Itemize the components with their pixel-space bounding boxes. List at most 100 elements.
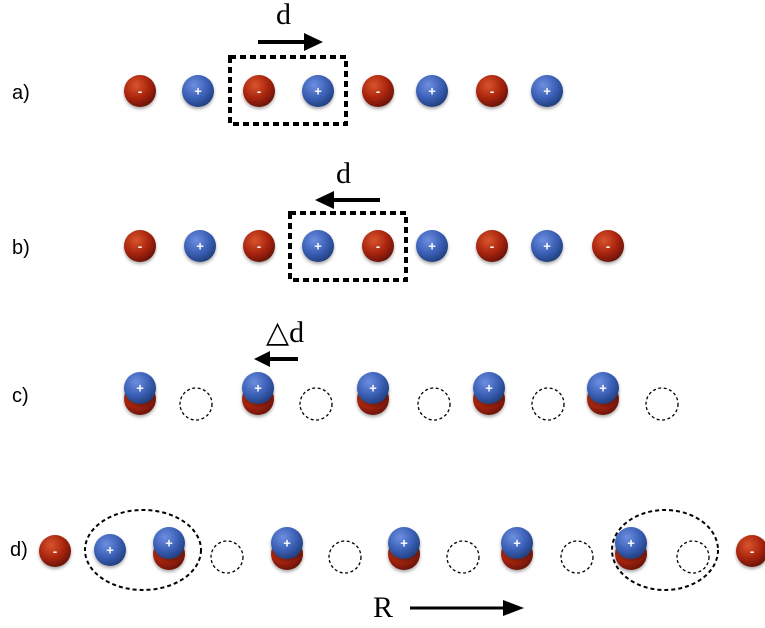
vacancy-d-4 bbox=[560, 540, 594, 574]
plus-sign: + bbox=[485, 381, 493, 396]
arrow-d-right bbox=[258, 33, 323, 51]
plus-sign: + bbox=[599, 381, 607, 396]
positive-ion-sphere bbox=[473, 372, 505, 404]
positive-ion-b-8: + bbox=[531, 230, 563, 262]
negative-ion-sphere bbox=[39, 535, 71, 567]
positive-ion-sphere bbox=[184, 230, 216, 262]
plus-sign: + bbox=[400, 536, 408, 551]
plus-sign: + bbox=[106, 543, 114, 558]
vacancy-c-2 bbox=[299, 387, 333, 421]
ion-pair-d-2-positive: + bbox=[271, 527, 303, 559]
ion-pair-c-2-positive: + bbox=[242, 372, 274, 404]
negative-ion-b-3: - bbox=[243, 230, 275, 262]
minus-sign: - bbox=[257, 239, 261, 254]
minus-sign: - bbox=[257, 84, 261, 99]
positive-ion-sphere bbox=[153, 527, 185, 559]
positive-ion-a-4: + bbox=[302, 75, 334, 107]
arrow-r-right bbox=[410, 600, 524, 616]
ion-pair-d-1-positive: + bbox=[153, 527, 185, 559]
defect-ellipse-left bbox=[84, 509, 202, 591]
ion-pair-d-5-positive: + bbox=[615, 527, 647, 559]
minus-sign: - bbox=[376, 239, 380, 254]
negative-ion-sphere bbox=[243, 75, 275, 107]
row-label-c: c) bbox=[12, 385, 29, 407]
vacancy-d-2 bbox=[328, 540, 362, 574]
negative-ion-sphere bbox=[243, 230, 275, 262]
negative-ion-sphere bbox=[124, 75, 156, 107]
negative-ion-d-left: - bbox=[39, 535, 71, 567]
negative-ion-a-1: - bbox=[124, 75, 156, 107]
ion-pair-c-5-positive: + bbox=[587, 372, 619, 404]
positive-ion-a-8: + bbox=[531, 75, 563, 107]
arrow-label-d-b: d bbox=[336, 157, 351, 190]
positive-ion-b-6: + bbox=[416, 230, 448, 262]
negative-ion-d-right: - bbox=[736, 535, 765, 567]
vacancy-c-5 bbox=[645, 387, 679, 421]
minus-sign: - bbox=[606, 239, 610, 254]
negative-ion-sphere bbox=[476, 75, 508, 107]
negative-ion-sphere bbox=[476, 230, 508, 262]
row-label-a: a) bbox=[12, 82, 30, 104]
positive-ion-sphere bbox=[501, 527, 533, 559]
ion-row-b: -+-+-+-+- bbox=[124, 230, 624, 262]
plus-sign: + bbox=[165, 536, 173, 551]
positive-ion-sphere bbox=[124, 372, 156, 404]
vacancy-d-5 bbox=[676, 540, 710, 574]
negative-ion-sphere bbox=[362, 75, 394, 107]
minus-sign: - bbox=[376, 84, 380, 99]
minus-sign: - bbox=[490, 84, 494, 99]
negative-ion-sphere bbox=[124, 230, 156, 262]
positive-ion-sphere bbox=[416, 75, 448, 107]
plus-sign: + bbox=[136, 381, 144, 396]
ion-pair-c-1-positive: + bbox=[124, 372, 156, 404]
negative-ion-b-9: - bbox=[592, 230, 624, 262]
plus-sign: + bbox=[543, 84, 551, 99]
positive-ion-sphere bbox=[531, 75, 563, 107]
arrow-delta-d-left bbox=[254, 351, 298, 367]
ion-pair-d-4-positive: + bbox=[501, 527, 533, 559]
positive-ion-sphere bbox=[182, 75, 214, 107]
minus-sign: - bbox=[750, 544, 754, 559]
unit-cell-box-a bbox=[228, 55, 348, 126]
plus-sign: + bbox=[627, 536, 635, 551]
arrow-label-d-a: d bbox=[276, 0, 291, 31]
arrow-label-r: R bbox=[373, 591, 393, 624]
vacancy-c-3 bbox=[417, 387, 451, 421]
plus-sign: + bbox=[314, 239, 322, 254]
negative-ion-sphere bbox=[736, 535, 765, 567]
ion-pair-c-3-positive: + bbox=[357, 372, 389, 404]
vacancy-d-3 bbox=[446, 540, 480, 574]
positive-ion-sphere bbox=[388, 527, 420, 559]
plus-sign: + bbox=[254, 381, 262, 396]
negative-ion-a-5: - bbox=[362, 75, 394, 107]
plus-sign: + bbox=[428, 239, 436, 254]
positive-ion-b-2: + bbox=[184, 230, 216, 262]
positive-ion-sphere bbox=[271, 527, 303, 559]
vacancy-c-1 bbox=[179, 387, 213, 421]
positive-ion-sphere bbox=[587, 372, 619, 404]
ion-pair-d-3-positive: + bbox=[388, 527, 420, 559]
row-label-d: d) bbox=[10, 539, 28, 561]
arrow-d-left bbox=[315, 191, 380, 209]
positive-ion-sphere bbox=[94, 534, 126, 566]
vacancy-c-4 bbox=[531, 387, 565, 421]
positive-ion-sphere bbox=[242, 372, 274, 404]
positive-ion-a-6: + bbox=[416, 75, 448, 107]
plus-sign: + bbox=[543, 239, 551, 254]
ion-row-d: -+-+-+-+-+-+- bbox=[39, 527, 765, 574]
positive-ion-d-defect: + bbox=[94, 534, 126, 566]
plus-sign: + bbox=[314, 84, 322, 99]
positive-ion-a-2: + bbox=[182, 75, 214, 107]
ion-row-c: -+-+-+-+-+ bbox=[124, 372, 679, 421]
minus-sign: - bbox=[53, 544, 57, 559]
minus-sign: - bbox=[138, 239, 142, 254]
defect-ellipse-right bbox=[611, 509, 719, 591]
positive-ion-b-4: + bbox=[302, 230, 334, 262]
negative-ion-sphere bbox=[592, 230, 624, 262]
unit-cell-box-b bbox=[288, 211, 408, 282]
plus-sign: + bbox=[283, 536, 291, 551]
positive-ion-sphere bbox=[302, 230, 334, 262]
negative-ion-b-5: - bbox=[362, 230, 394, 262]
